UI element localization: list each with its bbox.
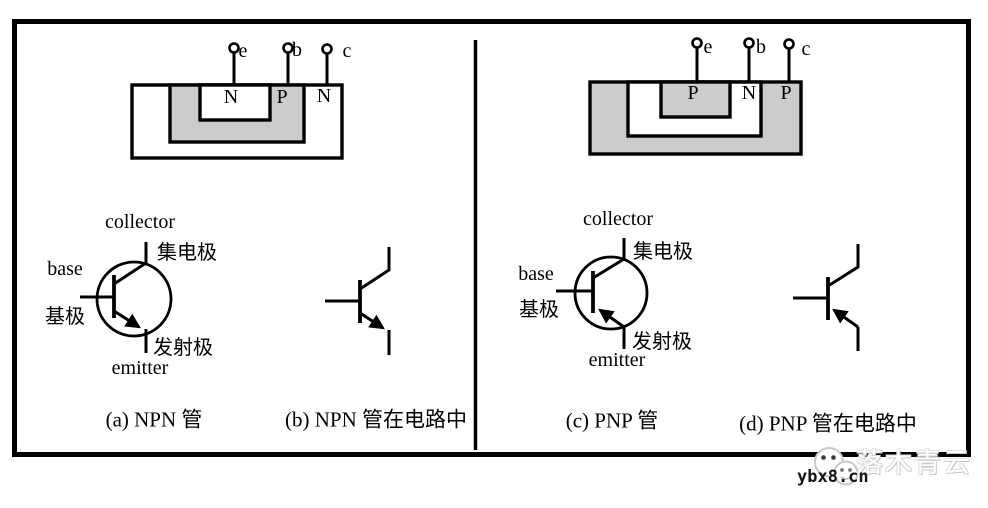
npn-emitter-zh-label: 发射极 (153, 337, 213, 359)
npn-base-zh-label: 基极 (45, 306, 85, 328)
npn-plain-collector-line (359, 247, 391, 291)
npn-symbol-circled (80, 242, 173, 353)
caption-c-pnp-symbol: (c) PNP 管 (565, 408, 659, 433)
pnp-emitter-p-region (659, 80, 732, 119)
pnp-emitter-en-label: emitter (588, 349, 646, 371)
pnp-region-base-label: N (741, 82, 757, 104)
npn-region-base-label: P (276, 86, 288, 108)
pnp-symbol-emitter-arrow (598, 308, 625, 329)
npn-collector-en-label: collector (105, 211, 175, 233)
pnp-plain-emitter-arrow (832, 308, 859, 329)
npn-terminal-e-label: e (238, 40, 248, 62)
npn-terminal-e-node (228, 42, 240, 54)
pnp-collector-en-label: collector (583, 208, 653, 230)
pnp-terminal-c-node (783, 38, 795, 50)
pnp-region-emitter-label: P (687, 82, 699, 104)
npn-region-emitter-label: N (223, 86, 239, 108)
pnp-collector-zh-label: 集电极 (633, 241, 693, 263)
npn-symbol-emitter-arrow (113, 309, 141, 329)
pnp-base-zh-label: 基极 (519, 299, 559, 321)
watermark-face-small-eye-right (848, 468, 852, 472)
pnp-terminal-b-node (743, 37, 755, 49)
npn-terminal-b-node (282, 42, 294, 54)
npn-plain-emitter-arrow (359, 311, 385, 330)
watermark-face-small (833, 460, 859, 486)
npn-emitter-n-region (198, 83, 272, 122)
pnp-terminal-e-node (691, 37, 703, 49)
watermark-site-text: ybx8.cn (797, 467, 869, 487)
watermark-face-large-eye-right (831, 455, 836, 460)
pnp-emitter-zh-label: 发射极 (632, 331, 692, 353)
npn-symbol-collector-line (113, 242, 148, 286)
pnp-symbol-collector-line (592, 238, 626, 280)
npn-terminal-c-node (321, 43, 333, 55)
npn-region-collector-label: N (316, 85, 332, 107)
npn-collector-zh-label: 集电极 (157, 242, 217, 264)
pnp-region-collector-label: P (780, 82, 792, 104)
npn-symbol-envelope-circle (95, 260, 173, 338)
npn-terminal-b-label: b (292, 39, 302, 61)
npn-structure (130, 42, 344, 160)
pnp-symbol-envelope-circle (573, 255, 649, 331)
pnp-symbol-plain (793, 244, 860, 351)
watermark-logo-icon (814, 447, 859, 486)
pnp-plain-collector-line (827, 244, 860, 288)
caption-b-npn-circuit: (b) NPN 管在电路中 (285, 407, 467, 432)
pnp-terminal-c-label: c (801, 38, 811, 60)
watermark-face-small-eye-left (840, 468, 844, 472)
npn-symbol-plain (325, 247, 391, 355)
pnp-terminal-b-label: b (756, 36, 766, 58)
pnp-symbol-circled (556, 238, 649, 349)
watermark-face-small-mouth (840, 476, 852, 480)
npn-emitter-en-label: emitter (111, 357, 169, 379)
watermark-brand-text: 落木青云 (856, 448, 972, 478)
pnp-base-en-label: base (518, 263, 554, 285)
pnp-terminal-e-label: e (703, 36, 713, 58)
watermark-face-large-eye-left (821, 455, 826, 460)
caption-d-pnp-circuit: (d) PNP 管在电路中 (739, 411, 917, 436)
figure-frame (12, 19, 971, 457)
npn-base-en-label: base (47, 258, 83, 280)
caption-a-npn-symbol: (a) NPN 管 (105, 407, 203, 432)
pnp-structure (588, 37, 803, 156)
npn-terminal-c-label: c (342, 40, 352, 62)
